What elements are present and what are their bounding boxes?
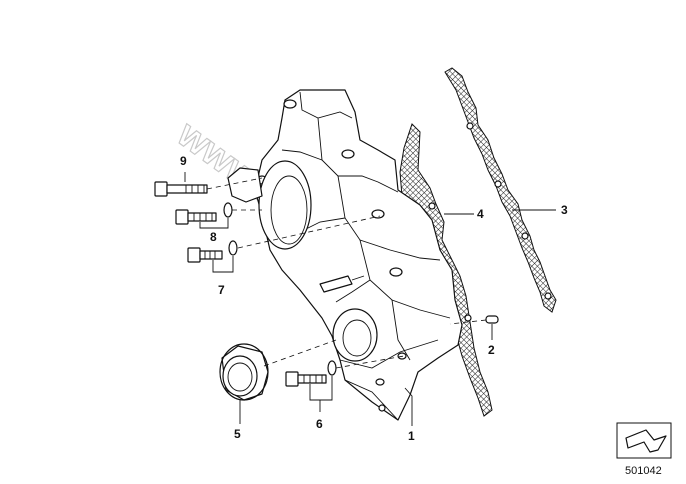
callout-4: 4: [477, 207, 484, 221]
leader-7: [212, 256, 234, 273]
callout-6: 6: [316, 417, 323, 431]
part-7-bolt-washer: [187, 240, 238, 263]
callout-1: 1: [408, 429, 415, 443]
assembly-line-2: [449, 319, 487, 325]
assembly-line-7: [237, 215, 381, 249]
nav-arrow-box[interactable]: [616, 422, 672, 459]
callout-3: 3: [561, 203, 568, 217]
arrow-down-right-icon: [625, 429, 667, 453]
callout-8: 8: [210, 230, 217, 244]
part-9-bolt: [154, 181, 208, 197]
part-8-bolt-washer: [175, 202, 233, 225]
callout-2: 2: [488, 343, 495, 357]
callout-9: 9: [180, 154, 187, 168]
part-3-gasket: [444, 67, 557, 313]
part-5-shaft-seal: [219, 343, 269, 401]
leader-8: [199, 218, 229, 229]
leader-1: [404, 387, 413, 426]
callout-5: 5: [234, 427, 241, 441]
assembly-line-5: [263, 339, 337, 367]
reference-number: 501042: [625, 465, 662, 477]
leader-6: [309, 376, 333, 412]
callout-7: 7: [218, 283, 225, 297]
part-6-bolt-washer: [285, 360, 337, 387]
part-1-timing-cover: [227, 89, 463, 421]
assembly-line-9: [206, 177, 263, 190]
part-2-dowel-pin: [485, 315, 499, 324]
assembly-line-6: [335, 355, 405, 369]
